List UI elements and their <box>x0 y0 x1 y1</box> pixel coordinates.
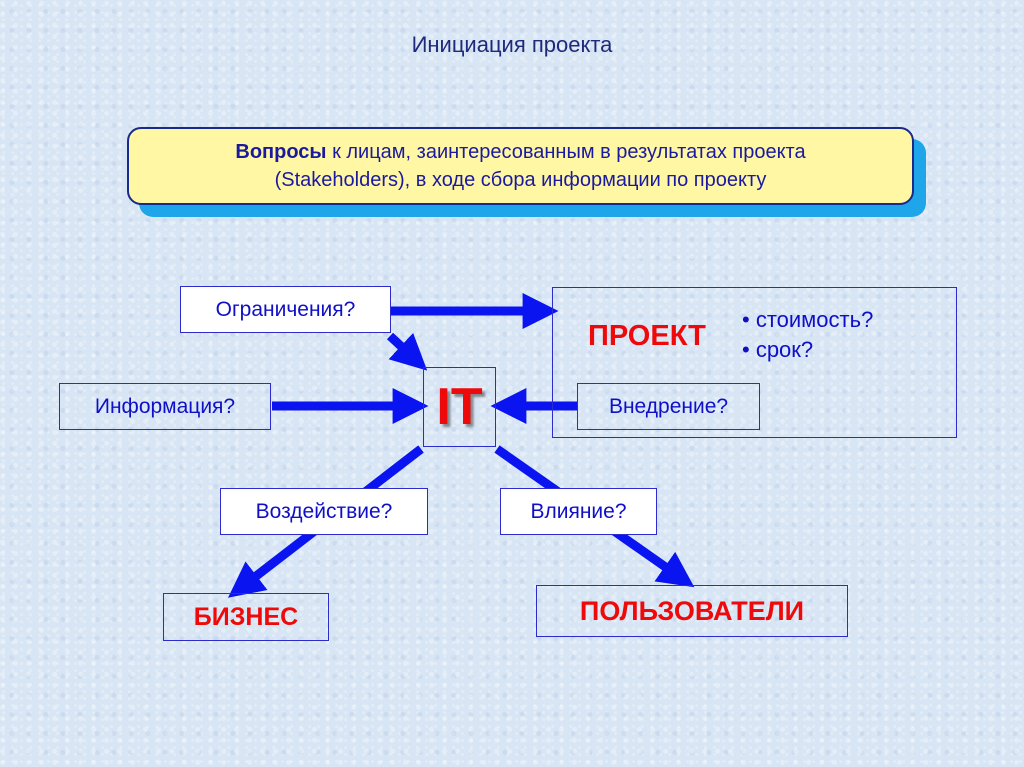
implementation-node: Внедрение? <box>577 383 760 430</box>
it-label: IT <box>436 378 483 436</box>
question-line-1-rest: к лицам, заинтересованным в результатах … <box>326 141 806 163</box>
slide-title: Инициация проекта <box>411 32 613 57</box>
impact-label-node: Воздействие? <box>220 488 428 535</box>
question-lead: Вопросы <box>235 141 327 163</box>
constraints-node: Ограничения? <box>180 286 391 333</box>
business-node: БИЗНЕС <box>163 593 329 641</box>
question-line-2: (Stakeholders), в ходе сбора информации … <box>274 169 767 191</box>
project-label: ПРОЕКТ <box>588 320 706 352</box>
influence-label-node: Влияние? <box>500 488 657 535</box>
project-question-cost: • стоимость? <box>742 307 874 332</box>
project-question-deadline: • срок? <box>742 337 814 362</box>
users-node: ПОЛЬЗОВАТЕЛИ <box>536 585 848 637</box>
it-node: IT <box>423 367 496 447</box>
project-box <box>552 287 957 438</box>
question-line-1: Вопросы к лицам, заинтересованным в резу… <box>235 138 805 166</box>
information-node: Информация? <box>59 383 271 430</box>
project-questions: • стоимость? • срок? <box>742 305 873 365</box>
arrow-constraints-to-it <box>386 332 428 371</box>
question-box: Вопросы к лицам, заинтересованным в резу… <box>127 127 914 205</box>
